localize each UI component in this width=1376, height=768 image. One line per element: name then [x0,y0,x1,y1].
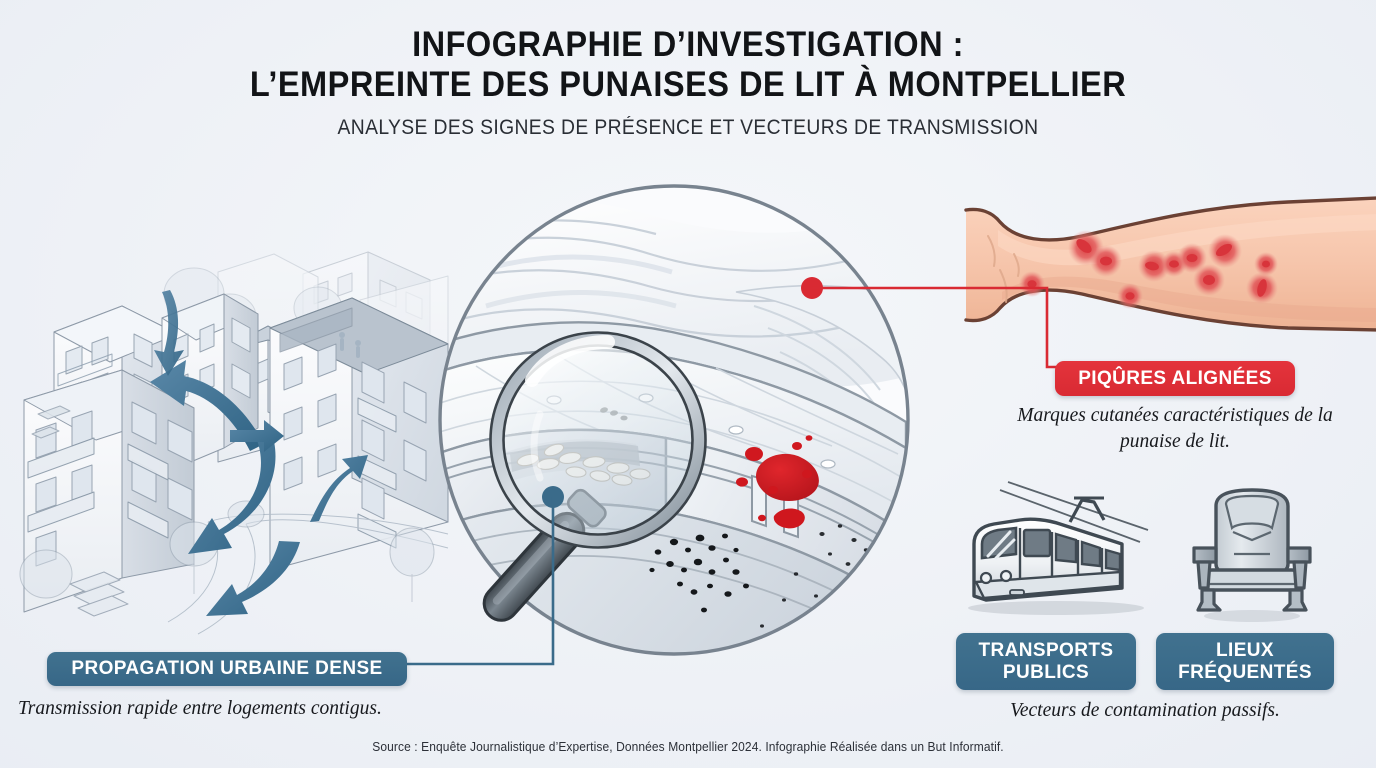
caption-vecteurs-passifs: Vecteurs de contamination passifs. [1010,700,1280,721]
blood-stain-group [736,435,819,529]
page-title-line-2: L’EMPREINTE DES PUNAISES DE LIT À MONTPE… [249,65,1127,105]
badge-lieux-frequentes[interactable]: LIEUX FRÉQUENTÉS [1156,633,1334,690]
page-subtitle: ANALYSE DES SIGNES DE PRÉSENCE ET VECTEU… [337,115,1039,139]
forearm-bites-illustration [958,196,1376,346]
theater-seat-icon [1176,484,1328,626]
urban-propagation-illustration [18,222,449,652]
connector-urban [40,486,570,676]
fecal-spot-cluster [649,533,749,613]
badge-transports-publics[interactable]: TRANSPORTS PUBLICS [956,633,1136,690]
mattress-evidence-scene [436,182,912,658]
badge-piqures-alignees[interactable]: PIQÛRES ALIGNÉES [1055,361,1295,396]
badge-propagation-urbaine-dense[interactable]: PROPAGATION URBAINE DENSE [47,652,407,686]
transmission-arrow-group [150,290,368,616]
tram-icon [952,478,1152,626]
caption-propagation-urbaine-dense: Transmission rapide entre logements cont… [18,698,382,719]
page-title-line-1: INFOGRAPHIE D’INVESTIGATION : [412,25,964,64]
header: INFOGRAPHIE D’INVESTIGATION : L’EMPREINT… [0,26,1376,140]
bite-mark-group [1019,230,1278,309]
source-note: Source : Enquête Journalistique d’Expert… [372,740,1004,754]
caption-piqures-alignees: Marques cutanées caractéristiques de la … [1017,405,1333,452]
connector-bites [800,276,1100,376]
